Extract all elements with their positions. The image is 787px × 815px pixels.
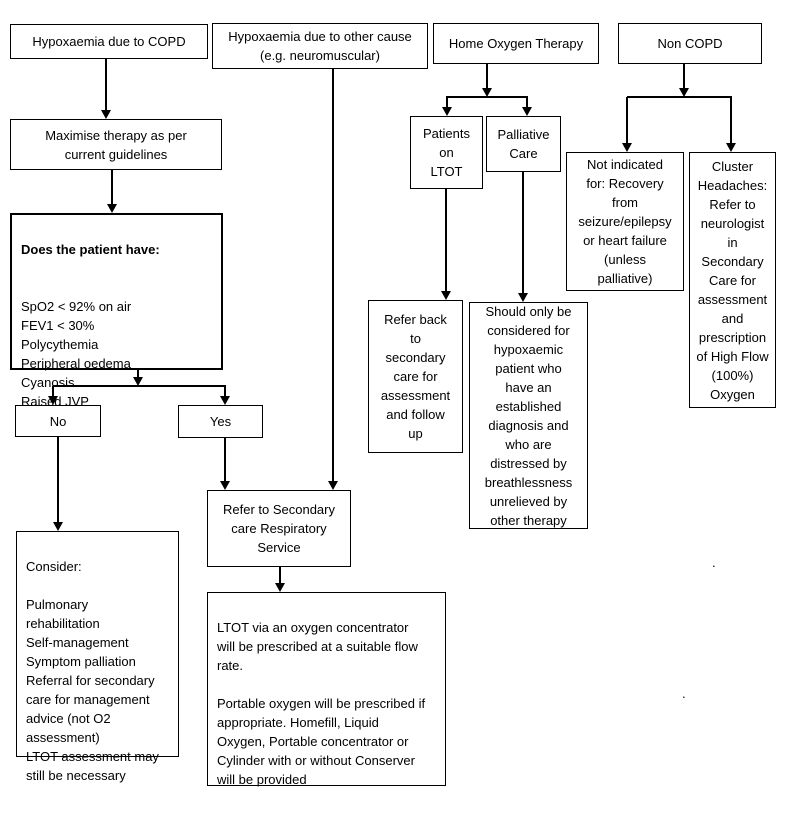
arrow-down-icon <box>220 396 230 405</box>
arrow-down-icon <box>328 481 338 490</box>
arrow-down-icon <box>679 88 689 97</box>
arrow-down-icon <box>53 522 63 531</box>
arrow-refer-to-ltot-line <box>279 566 281 583</box>
arrow-down-icon <box>48 396 58 405</box>
node-label: Refer back to secondary care for assessm… <box>380 312 451 441</box>
branch-criteria-crossbar <box>53 385 226 387</box>
arrow-down-icon <box>101 110 111 119</box>
arrow-down-icon <box>622 143 632 152</box>
node-consider: Consider: Pulmonary rehabilitation Self-… <box>16 531 179 783</box>
arrow-to-cluster-line <box>730 97 732 143</box>
node-ltot-prescription: LTOT via an oxygen concentrator will be … <box>207 592 446 787</box>
branch-noncopd-crossbar <box>627 96 732 98</box>
node-label: Non COPD <box>657 36 723 51</box>
node-label: Should only be considered for hypoxaemic… <box>484 303 573 528</box>
node-refer-back: Refer back to secondary care for assessm… <box>368 300 463 453</box>
arrow-down-icon <box>726 143 736 152</box>
arrow-down-icon <box>107 204 117 213</box>
branch-criteria-stem-line <box>137 369 139 377</box>
node-criteria-list: SpO2 < 92% on air FEV1 < 30% Polycythemi… <box>21 299 132 409</box>
stray-dot: . <box>712 555 716 570</box>
arrow-to-notindicated-line <box>626 97 628 143</box>
node-does-patient-have: Does the patient have: SpO2 < 92% on air… <box>10 213 223 409</box>
stray-dot: . <box>682 686 686 701</box>
node-label: Cluster Headaches: Refer to neurologist … <box>696 158 769 402</box>
node-hypoxaemia-copd: Hypoxaemia due to COPD <box>10 24 208 59</box>
node-patients-on-ltot: Patients on LTOT <box>410 116 483 189</box>
arrow-down-icon <box>482 88 492 97</box>
branch-noncopd-stem-line <box>683 63 685 88</box>
arrow-palliative-to-shouldonly-line <box>522 171 524 293</box>
arrow-othercause-to-refer-line <box>332 68 334 481</box>
arrow-yes-to-refer-line <box>224 437 226 481</box>
node-label: LTOT via an oxygen concentrator will be … <box>217 620 426 787</box>
node-label: Yes <box>209 414 232 429</box>
node-refer-secondary-care: Refer to Secondary care Respiratory Serv… <box>207 490 351 567</box>
arrow-down-icon <box>518 293 528 302</box>
arrow-down-icon <box>133 377 143 386</box>
arrow-down-icon <box>220 481 230 490</box>
arrow-maximise-to-criteria-line <box>111 169 113 204</box>
node-label: Patients on LTOT <box>423 126 470 179</box>
node-label: Hypoxaemia due to COPD <box>32 34 186 49</box>
branch-homeoxygen-crossbar <box>446 96 528 98</box>
node-label: Refer to Secondary care Respiratory Serv… <box>222 502 335 555</box>
node-label: Consider: Pulmonary rehabilitation Self-… <box>26 559 159 783</box>
node-hypoxaemia-other-cause: Hypoxaemia due to other cause (e.g. neur… <box>212 23 428 69</box>
node-title: Does the patient have: <box>21 242 160 257</box>
arrow-down-icon <box>442 107 452 116</box>
node-not-indicated: Not indicated for: Recovery from seizure… <box>566 152 684 291</box>
node-label: No <box>49 413 67 429</box>
node-label: Not indicated for: Recovery from seizure… <box>578 157 672 286</box>
arrow-down-icon <box>275 583 285 592</box>
node-non-copd: Non COPD <box>618 23 762 64</box>
arrow-to-patients-ltot-line <box>446 97 448 107</box>
branch-homeoxygen-stem-line <box>486 63 488 88</box>
node-label: Home Oxygen Therapy <box>448 36 584 51</box>
arrow-to-palliative-line <box>526 97 528 107</box>
node-no: No <box>15 405 101 437</box>
node-label: Palliative Care <box>497 127 550 161</box>
node-should-only-be-considered: Should only be considered for hypoxaemic… <box>469 302 588 529</box>
arrow-down-icon <box>441 291 451 300</box>
node-label: Hypoxaemia due to other cause (e.g. neur… <box>228 29 412 63</box>
node-palliative-care: Palliative Care <box>486 116 561 172</box>
node-cluster-headaches: Cluster Headaches: Refer to neurologist … <box>689 152 776 408</box>
arrow-to-yes-line <box>224 386 226 396</box>
node-maximise-therapy: Maximise therapy as per current guidelin… <box>10 119 222 170</box>
arrow-copd-to-maximise-line <box>105 58 107 110</box>
node-label: Maximise therapy as per current guidelin… <box>45 127 187 162</box>
arrow-ltot-to-referback-line <box>445 188 447 291</box>
arrow-no-to-consider-line <box>57 437 59 522</box>
arrow-to-no-line <box>52 386 54 396</box>
node-home-oxygen-therapy: Home Oxygen Therapy <box>433 23 599 64</box>
arrow-down-icon <box>522 107 532 116</box>
node-yes: Yes <box>178 405 263 438</box>
